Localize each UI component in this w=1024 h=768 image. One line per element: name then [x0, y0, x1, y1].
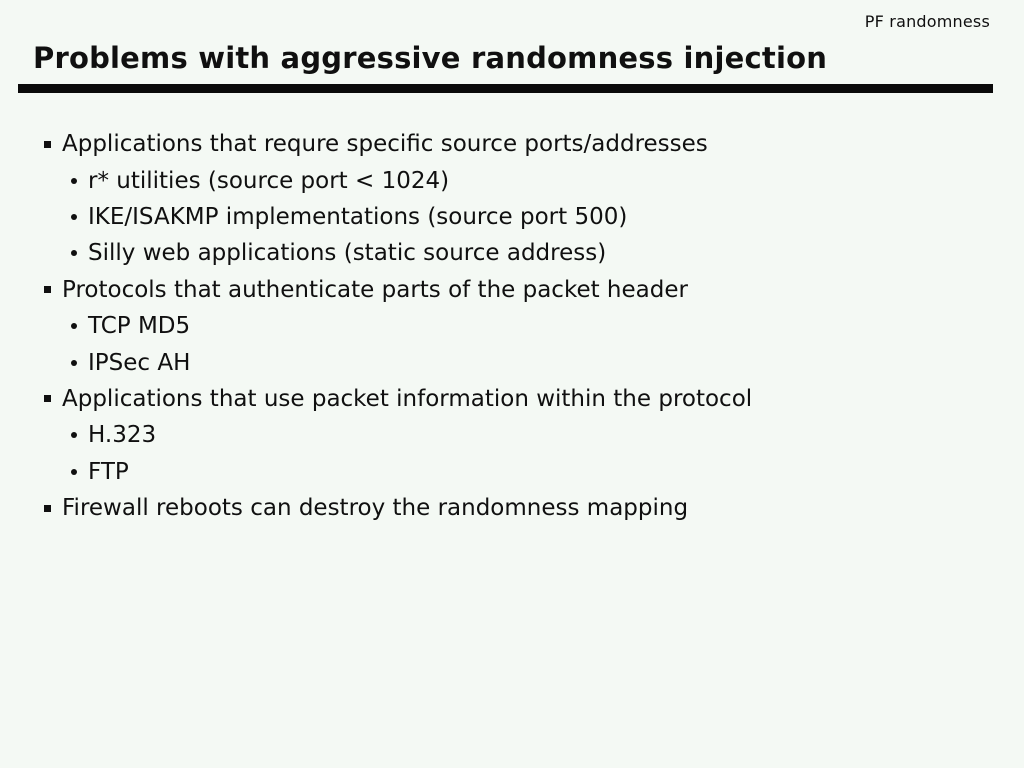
list-item: TCP MD5	[0, 308, 1024, 344]
list-item: IKE/ISAKMP implementations (source port …	[0, 199, 1024, 235]
title-underline	[18, 84, 993, 93]
bullet-square-icon	[44, 504, 51, 512]
page-title: Problems with aggressive randomness inje…	[33, 41, 828, 75]
bullet-text: Protocols that authenticate parts of the…	[62, 276, 688, 303]
bullet-dot-icon	[71, 323, 77, 330]
bullet-dot-icon	[71, 432, 77, 439]
corner-label: PF randomness	[864, 12, 990, 31]
list-item: Applications that use packet information…	[0, 381, 1024, 417]
bullet-text: Applications that use packet information…	[62, 385, 753, 412]
list-item: IPSec AH	[0, 344, 1024, 380]
bullet-text: IPSec AH	[88, 349, 191, 376]
bullet-dot-icon	[71, 250, 77, 257]
list-item: FTP	[0, 454, 1024, 490]
list-item: Applications that requre specific source…	[0, 126, 1024, 162]
bullet-text: Firewall reboots can destroy the randomn…	[62, 495, 689, 522]
bullet-square-icon	[44, 395, 51, 403]
list-item: Protocols that authenticate parts of the…	[0, 272, 1024, 308]
bullet-square-icon	[44, 140, 51, 148]
bullet-text: FTP	[88, 458, 129, 485]
bullet-dot-icon	[71, 177, 77, 184]
bullet-text: Silly web applications (static source ad…	[88, 240, 607, 267]
list-item: Firewall reboots can destroy the randomn…	[0, 490, 1024, 526]
bullet-dot-icon	[71, 468, 77, 475]
bullet-text: Applications that requre specific source…	[62, 131, 708, 158]
bullet-text: r* utilities (source port < 1024)	[88, 167, 450, 194]
list-item: H.323	[0, 417, 1024, 453]
list-item: Silly web applications (static source ad…	[0, 235, 1024, 271]
bullet-text: IKE/ISAKMP implementations (source port …	[88, 203, 628, 230]
bullet-text: TCP MD5	[88, 313, 191, 340]
list-item: r* utilities (source port < 1024)	[0, 162, 1024, 198]
bullet-text: H.323	[88, 422, 157, 449]
bullet-dot-icon	[71, 359, 77, 366]
bullet-square-icon	[44, 286, 51, 294]
bullet-dot-icon	[71, 213, 77, 220]
bullet-list: Applications that requre specific source…	[0, 126, 1024, 526]
